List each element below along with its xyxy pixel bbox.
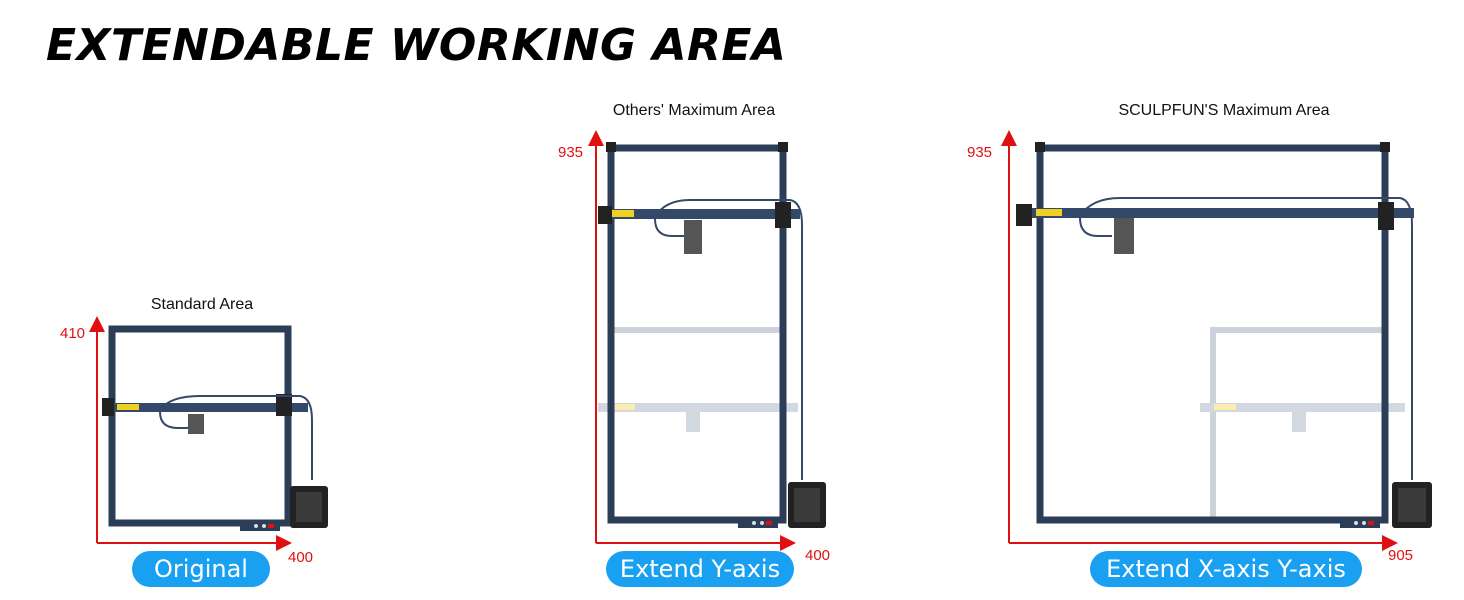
pill-original: Original	[132, 551, 270, 587]
x-max-label-sculpfun: 905	[1388, 547, 1414, 564]
y-max-label-sculpfun: 935	[967, 144, 993, 161]
axes-sculpfun	[1001, 130, 1398, 551]
panel-title-sculpfun: SCULPFUN'S Maximum Area	[1118, 102, 1330, 119]
x-max-label-standard: 400	[288, 549, 314, 566]
axes-standard	[89, 316, 292, 551]
laser-frame-others	[598, 142, 826, 528]
y-max-label-others: 935	[558, 144, 584, 161]
panel-title-others: Others' Maximum Area	[612, 102, 776, 119]
panel-title-standard: Standard Area	[150, 296, 254, 313]
y-max-label-standard: 410	[60, 325, 86, 342]
laser-frame-sculpfun	[1016, 142, 1432, 528]
pill-extend-y: Extend Y-axis	[606, 551, 794, 587]
x-max-label-others: 400	[805, 547, 831, 564]
pill-extend-xy: Extend X-axis Y-axis	[1090, 551, 1362, 587]
laser-frame-standard	[102, 325, 328, 531]
page-title: EXTENDABLE WORKING AREA	[46, 20, 787, 71]
axes-others	[588, 130, 796, 551]
